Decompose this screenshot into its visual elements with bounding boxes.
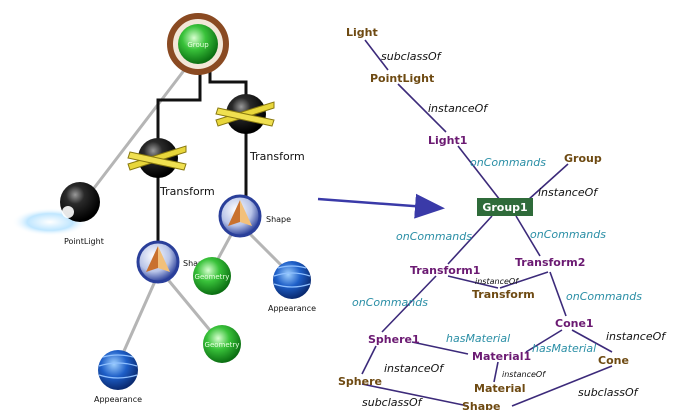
pointlight-node: PointLight (12, 182, 104, 246)
geometry-left-label: Geometry (205, 341, 240, 349)
edge-line (515, 215, 541, 257)
edge-cone1-hasmaterial: hasMaterial (532, 342, 596, 355)
edge-line (493, 361, 499, 383)
edge-group1-transform1-oncommands: onCommands (396, 230, 472, 243)
link-group-transform-left (156, 60, 202, 140)
edge-material1-instanceof: instanceOf (502, 370, 546, 379)
sphere-stripes-icon (273, 265, 311, 288)
group1-highlight (477, 198, 533, 216)
geometry-right-label: Geometry (195, 273, 230, 281)
edge-line (381, 275, 437, 333)
pyramid-icon (228, 200, 240, 226)
edge-line (447, 275, 499, 289)
edge-group1-transform2-oncommands: onCommands (530, 228, 606, 241)
node-cone: Cone (598, 354, 629, 367)
shape-right-label: Shape (266, 215, 291, 224)
geometry-right-node: Geometry (193, 257, 231, 295)
transform-arrows-icon (127, 151, 187, 171)
transform-left-label: Transform (159, 185, 215, 198)
edge-sphere-subclassof: subclassOf (362, 396, 424, 409)
scene-graph: Group Transform Transform PointLight (12, 13, 316, 404)
edge-line (457, 145, 501, 201)
appearance-right-node: Appearance (268, 261, 316, 313)
node-shape: Shape (462, 400, 501, 410)
group-root-node: Group (167, 13, 229, 75)
edge-line (527, 163, 569, 201)
edge-line (397, 83, 447, 133)
node-cone1: Cone1 (555, 317, 594, 330)
shape-left-node: Shape (136, 240, 208, 284)
edge-line (361, 345, 377, 375)
edge-line (411, 341, 469, 355)
transform-arrows-icon (215, 107, 275, 127)
edge-line (361, 383, 469, 407)
edge-transform-instanceof: instanceOf (475, 277, 519, 286)
mapping-arrow (317, 193, 445, 219)
edge-sphere1-hasmaterial: hasMaterial (446, 332, 510, 345)
appearance-left-label: Appearance (94, 395, 142, 404)
node-group: Group (564, 152, 602, 165)
link-shape-geometry-left (158, 269, 220, 341)
edge-transform1-oncommands: onCommands (352, 296, 428, 309)
node-pointlight: PointLight (370, 72, 434, 85)
node-material: Material (474, 382, 525, 395)
group-root-label: Group (187, 41, 209, 49)
appearance-right-label: Appearance (268, 304, 316, 313)
node-light1: Light1 (428, 134, 467, 147)
transform-right-label: Transform (249, 150, 305, 163)
node-sphere1: Sphere1 (368, 333, 420, 346)
edge-group-instanceof: instanceOf (538, 186, 599, 199)
transform-right-node: Transform (215, 94, 305, 163)
shape-right-node: Shape (218, 194, 291, 238)
transform-left-node: Transform (127, 138, 215, 198)
node-transform1: Transform1 (410, 264, 480, 277)
edge-line (549, 271, 567, 317)
edge-line (511, 365, 613, 407)
edge-transform2-oncommands: onCommands (566, 290, 642, 303)
rdf-edge-labels: subclassOf instanceOf onCommands instanc… (352, 50, 667, 409)
edge-cone1-instanceof: instanceOf (606, 330, 667, 343)
pyramid-icon (146, 246, 158, 272)
link-group-pointlight (86, 59, 194, 197)
pyramid-icon (240, 200, 252, 226)
pyramid-icon (158, 246, 170, 272)
edge-line (525, 329, 563, 353)
edge-line (571, 329, 613, 353)
edge-line (447, 215, 493, 265)
edge-light-subclassof: subclassOf (381, 50, 443, 63)
rdf-node-labels: Light PointLight Light1 Group Group1 Tra… (338, 26, 629, 410)
edge-pointlight-instanceof: instanceOf (428, 102, 489, 115)
edge-light1-oncommands: onCommands (470, 156, 546, 169)
rdf-graph (361, 39, 613, 407)
node-transform: Transform (472, 288, 535, 301)
edge-line (364, 39, 389, 71)
appearance-left-node: Appearance (94, 350, 142, 404)
node-transform2: Transform2 (515, 256, 585, 269)
edge-cone-subclassof: subclassOf (578, 386, 640, 399)
geometry-left-node: Geometry (203, 325, 241, 363)
link-shape-appearance-left (118, 269, 162, 361)
node-group1: Group1 (482, 201, 527, 214)
node-material1: Material1 (472, 350, 531, 363)
pointlight-label: PointLight (64, 237, 104, 246)
edge-line (499, 271, 549, 289)
sphere-stripes-icon (98, 354, 138, 379)
node-sphere: Sphere (338, 375, 382, 388)
shape-left-label: Shape (183, 259, 208, 268)
edge-sphere1-instanceof: instanceOf (384, 362, 445, 375)
node-light: Light (346, 26, 378, 39)
